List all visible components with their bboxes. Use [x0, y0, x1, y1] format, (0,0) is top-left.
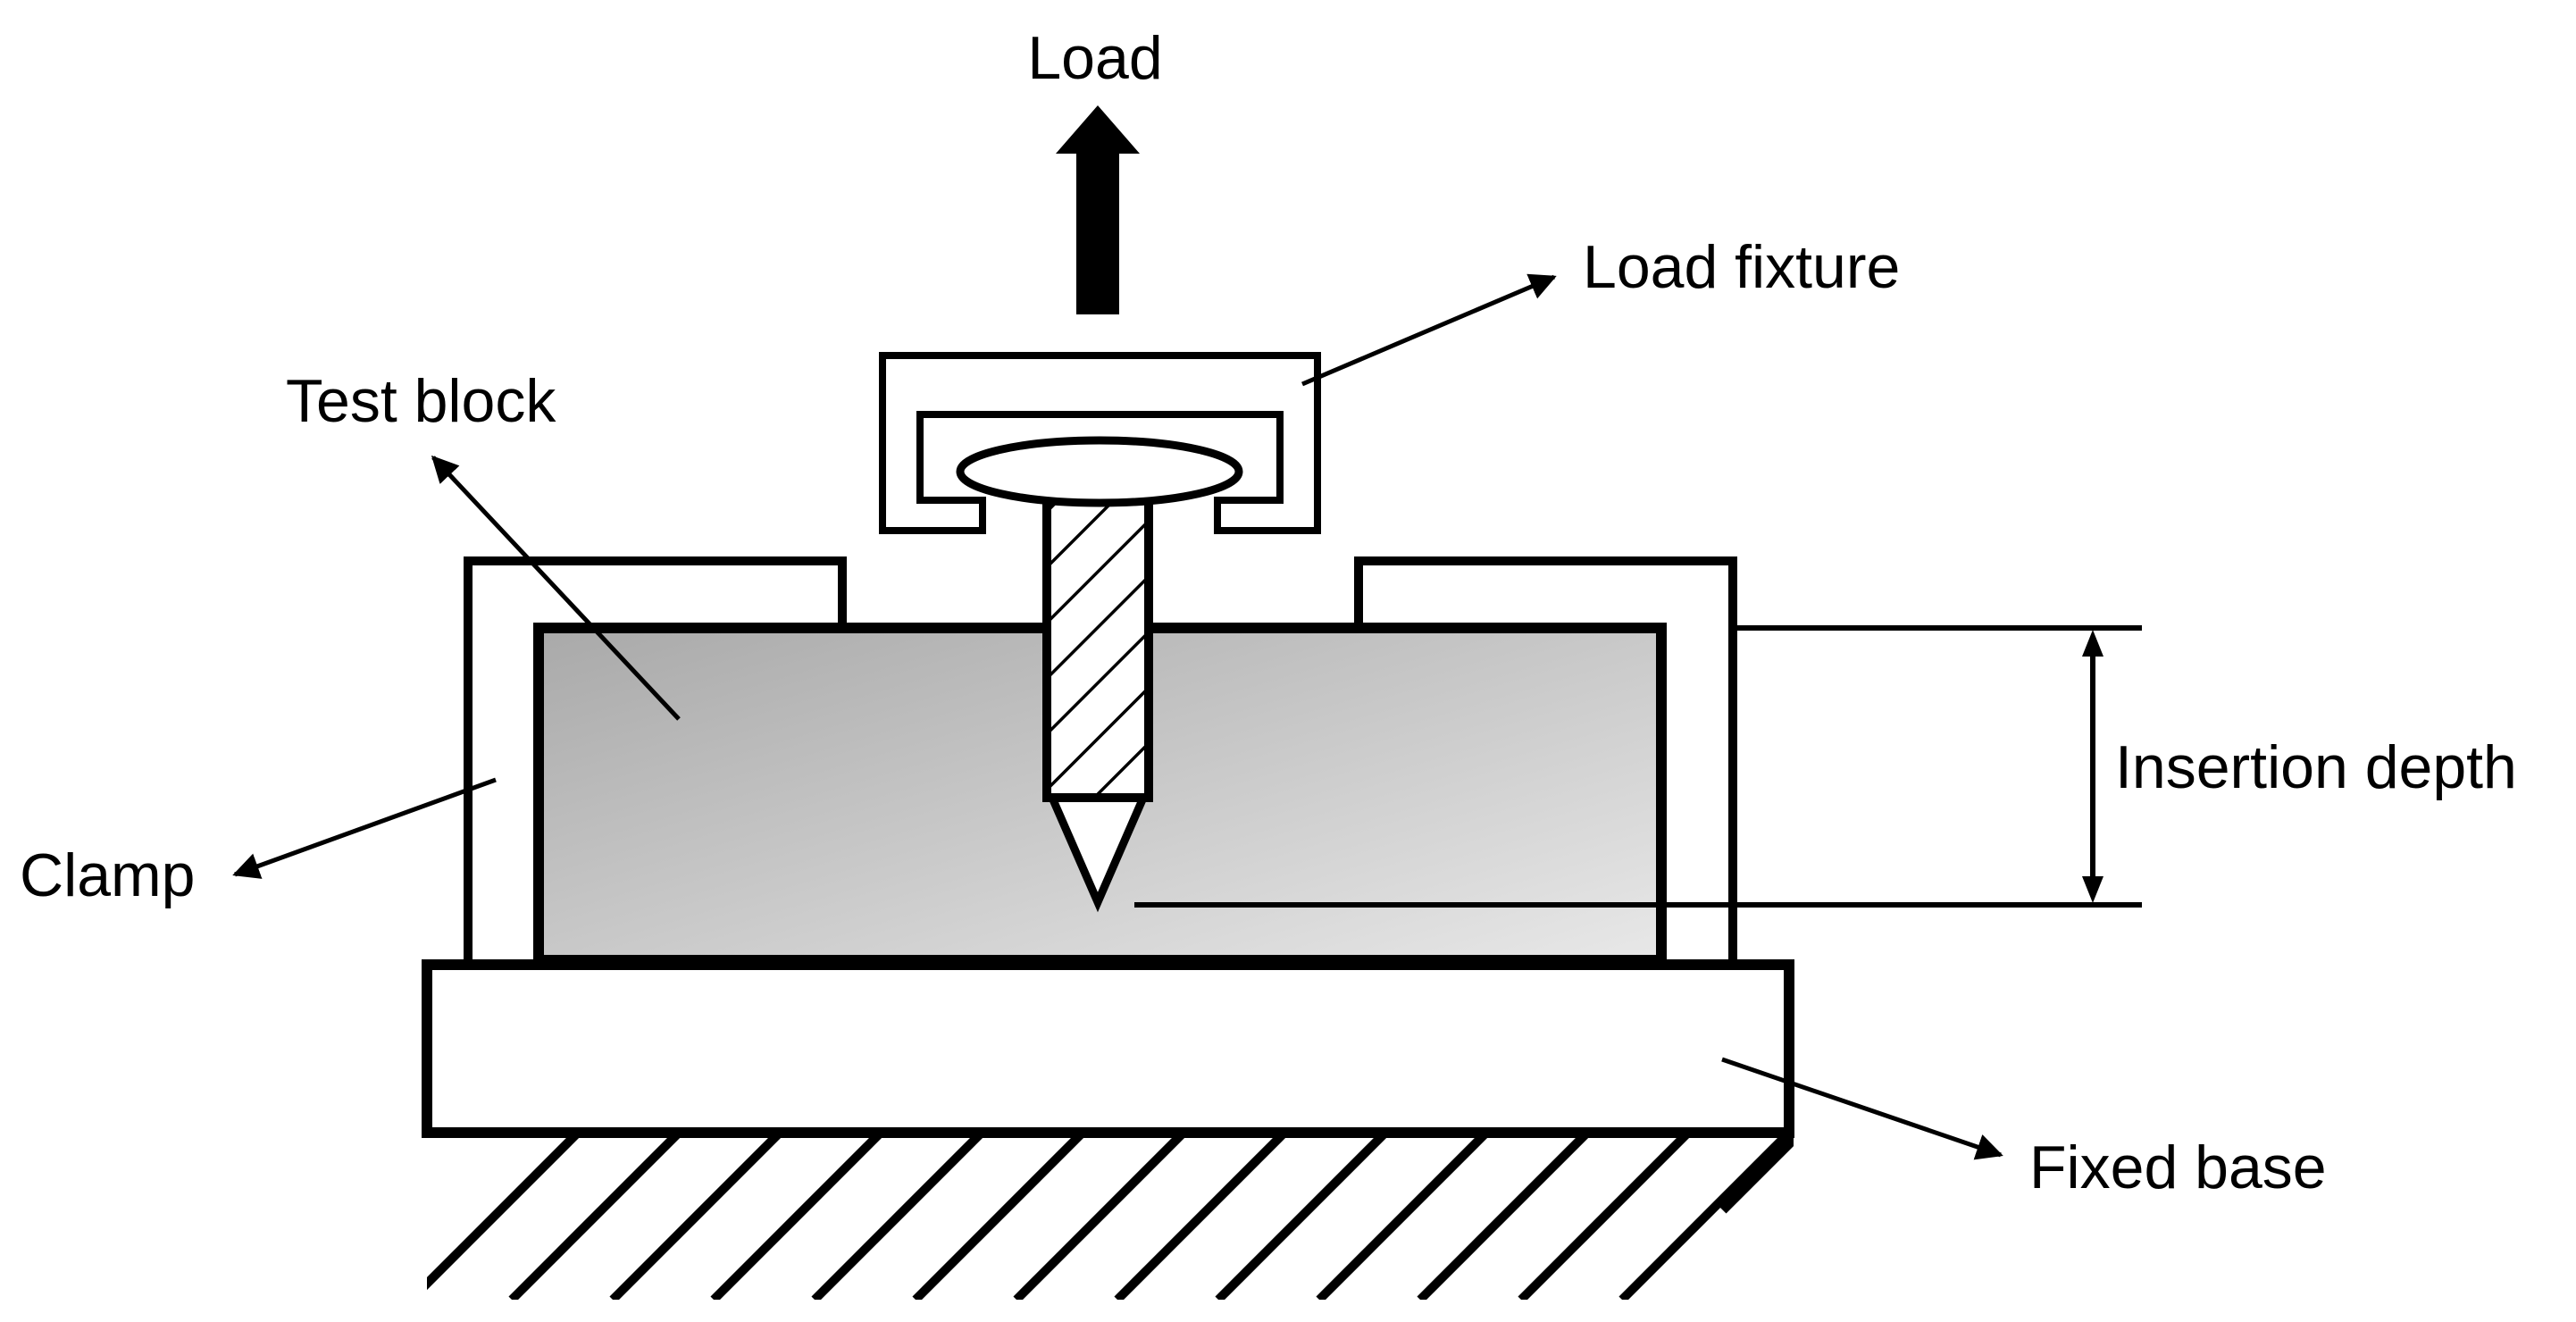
label-load-fixture: Load fixture — [1583, 233, 1900, 301]
label-insertion-depth: Insertion depth — [2115, 733, 2517, 801]
label-load: Load — [1027, 24, 1162, 92]
ground-hatching — [427, 1134, 1794, 1300]
leader-load-fixture — [1301, 273, 1557, 387]
clamp-left — [464, 556, 847, 963]
leader-lines — [232, 273, 2003, 1160]
label-clamp: Clamp — [20, 841, 196, 909]
screw-head — [956, 436, 1243, 507]
fixed-base — [422, 959, 1794, 1138]
load-arrow-icon — [1056, 105, 1140, 314]
screw-shank — [1042, 496, 1153, 802]
leader-test-block — [431, 455, 681, 721]
load-fixture — [879, 352, 1321, 534]
insertion-depth-dimension — [1134, 625, 2142, 908]
label-test-block: Test block — [286, 367, 556, 435]
label-fixed-base: Fixed base — [2029, 1134, 2327, 1201]
leader-clamp — [232, 777, 497, 879]
clamp-right — [1354, 556, 1737, 963]
leader-fixed-base — [1721, 1057, 2003, 1160]
